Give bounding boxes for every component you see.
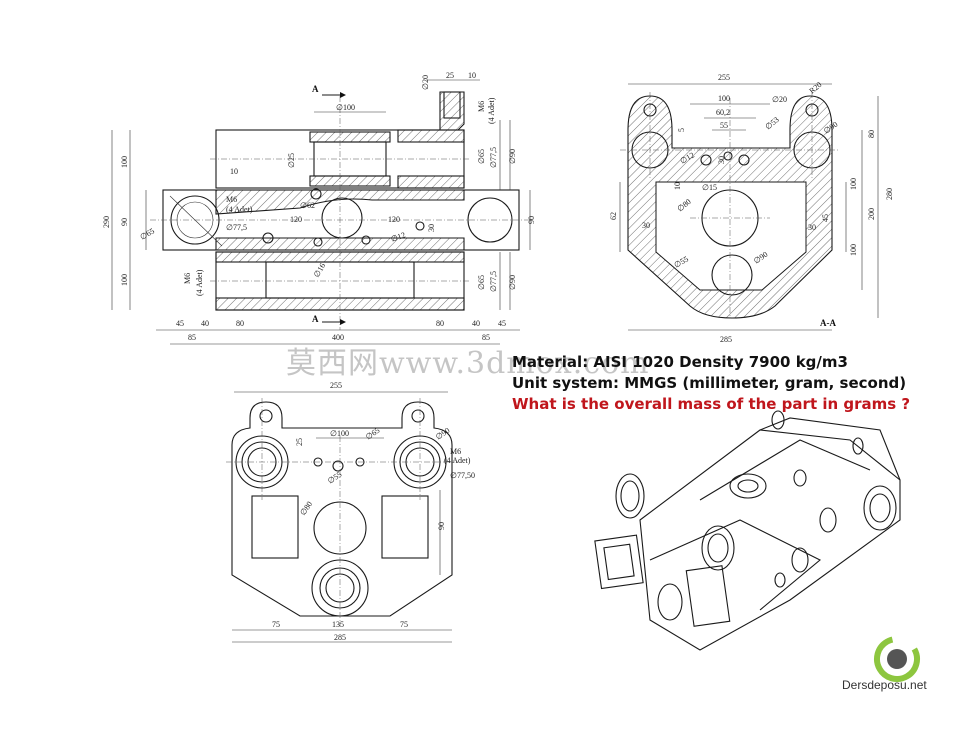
dim-sec-d20: ∅20 <box>772 95 787 104</box>
brand-logo-icon <box>874 636 920 682</box>
material-line: Material: AISI 1020 Density 7900 kg/m3 <box>512 353 848 371</box>
dim-front-d62: ∅62 <box>300 201 315 210</box>
dim-front-b80b: 80 <box>436 319 444 328</box>
dim-top-75a: 75 <box>272 620 280 629</box>
dim-top-d55: ∅55 <box>326 470 343 486</box>
dim-front-m6a: M6 <box>477 101 486 112</box>
front-view: A A ∅20 25 10 ∅100 M6 (4 Adet) ∅25 ∅65 ∅… <box>102 71 536 345</box>
dim-front-b45b: 45 <box>498 319 506 328</box>
dim-top-135: 135 <box>332 620 344 629</box>
dim-front-90r: 90 <box>527 216 536 224</box>
dim-front-b40a: 40 <box>201 319 209 328</box>
dim-front-d100: ∅100 <box>336 103 355 112</box>
dim-front-d20: ∅20 <box>421 75 430 90</box>
dim-sec-602: 60,2 <box>716 108 730 117</box>
dim-top-d775: ∅77,50 <box>450 471 475 480</box>
section-arrow-label-top: A <box>312 84 319 94</box>
dim-top-d100: ∅100 <box>330 429 349 438</box>
dim-top-255: 255 <box>330 381 342 390</box>
dim-sec-r20: R20 <box>808 80 824 95</box>
dim-front-d65a: ∅65 <box>477 149 486 164</box>
dim-sec-100: 100 <box>718 94 730 103</box>
dim-front-10b: 10 <box>230 167 238 176</box>
dim-front-100b: 100 <box>120 274 129 286</box>
isometric-view <box>594 410 901 651</box>
watermark: 莫西网www.3dmox.com <box>286 346 650 381</box>
dim-top-285: 285 <box>334 633 346 642</box>
dim-sec-100: 100 <box>849 178 858 190</box>
dim-top-m6: M6 <box>450 447 461 456</box>
dim-front-d65b: ∅65 <box>139 226 156 241</box>
dim-front-m6c-sub: (4 Adet) <box>195 269 204 296</box>
dim-top-25: 25 <box>295 438 304 446</box>
dim-sec-45: 45 <box>821 214 830 222</box>
dim-sec-5: 5 <box>677 128 686 132</box>
dim-front-25: 25 <box>446 71 454 80</box>
dim-front-10: 10 <box>468 71 476 80</box>
dim-front-d65c: ∅65 <box>477 275 486 290</box>
dim-front-m6b-sub: (4 Adet) <box>226 205 253 214</box>
dim-front-30: 30 <box>427 224 436 232</box>
dim-front-m6a-sub: (4 Adet) <box>487 97 496 124</box>
dim-sec-30: 30 <box>717 156 726 164</box>
dim-sec-62: 62 <box>609 212 618 220</box>
dim-top-m6-sub: (4 Adet) <box>444 456 471 465</box>
dim-front-d775b: ∅77,5 <box>226 223 247 232</box>
dim-front-d775c: ∅77,5 <box>489 271 498 292</box>
dim-sec-55: 55 <box>720 121 728 130</box>
dim-sec-100b: 100 <box>849 244 858 256</box>
dim-front-d775a: ∅77,5 <box>489 147 498 168</box>
dim-sec-200: 200 <box>867 208 876 220</box>
dim-top-75b: 75 <box>400 620 408 629</box>
dim-front-120b: 120 <box>388 215 400 224</box>
dim-front-d25: ∅25 <box>287 153 296 168</box>
section-view: 255 R20 ∅20 100 60,2 55 ∅53 ∅90 5 ∅12 30… <box>609 73 894 344</box>
dim-front-b45a: 45 <box>176 319 184 328</box>
dim-sec-255: 255 <box>718 73 730 82</box>
dim-sec-30b: 30 <box>642 221 650 230</box>
dim-front-d90c: ∅90 <box>508 275 517 290</box>
dim-sec-80: 80 <box>867 130 876 138</box>
dim-sec-d53: ∅53 <box>764 115 781 132</box>
dim-front-b80a: 80 <box>236 319 244 328</box>
dim-top-90: 90 <box>437 522 446 530</box>
dim-front-90: 90 <box>120 218 129 226</box>
dim-front-w400: 400 <box>332 333 344 342</box>
dim-front-120a: 120 <box>290 215 302 224</box>
section-arrow-label-bottom: A <box>312 314 319 324</box>
dim-front-d16: ∅16 <box>312 262 327 279</box>
section-aa-label: A-A <box>820 318 836 328</box>
dim-front-w85a: 85 <box>188 333 196 342</box>
units-line: Unit system: MMGS (millimeter, gram, sec… <box>512 374 907 392</box>
dim-sec-280: 280 <box>885 188 894 200</box>
dim-front-b40b: 40 <box>472 319 480 328</box>
dim-sec-30c: 30 <box>808 223 816 232</box>
dim-front-m6b: M6 <box>226 195 237 204</box>
dim-sec-d15: ∅15 <box>702 183 717 192</box>
top-view: 255 ∅100 ∅65 ∅90 25 M6 (4 Adet) ∅55 ∅77,… <box>226 381 475 643</box>
dim-front-100a: 100 <box>120 156 129 168</box>
question-line: What is the overall mass of the part in … <box>512 395 911 413</box>
dim-sec-285: 285 <box>720 335 732 344</box>
dim-front-m6c: M6 <box>183 273 192 284</box>
dim-front-w85b: 85 <box>482 333 490 342</box>
dim-top-d80: ∅80 <box>298 500 314 517</box>
problem-statement: Material: AISI 1020 Density 7900 kg/m3 U… <box>512 352 910 415</box>
brand-name: Dersdeposu.net <box>842 678 927 692</box>
dim-front-d90a: ∅90 <box>508 149 517 164</box>
dim-sec-10: 10 <box>673 182 682 190</box>
dim-front-290: 290 <box>102 216 111 228</box>
